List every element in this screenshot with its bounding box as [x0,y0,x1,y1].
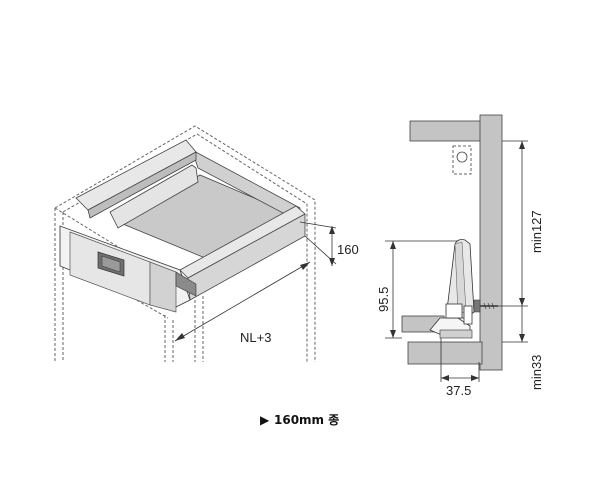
section-view: 95.5 37.5 min127 min33 [376,114,544,398]
drawer-box [59,139,306,313]
caption: ▶ 160mm 종 [260,413,339,427]
clearance-bottom-label: min33 [529,355,544,390]
section-height-dimension: 95.5 [376,240,458,339]
side-panel [479,114,503,371]
caption-marker: ▶ [260,413,270,427]
drawer-width-dimension: NL+3 [174,261,311,345]
drawer-width-label: NL+3 [240,330,271,345]
clearance-top-dimension: min127 [498,140,544,307]
clearance-bottom-dimension: min33 [502,306,544,390]
section-depth-dimension: 37.5 [440,338,480,398]
section-depth-label: 37.5 [446,383,471,398]
hole-circle [456,151,468,163]
section-height-label: 95.5 [376,287,391,312]
bottom-board [407,341,483,365]
drawer-height-label: 160 [337,242,359,257]
hole-outline [452,145,472,175]
screw-icon [473,299,498,313]
clearance-top-label: min127 [529,210,544,253]
drawer-height-dimension: 160 [299,221,359,266]
cabinet-drawer-illustration: 160 NL+3 [54,125,359,362]
top-board [409,120,483,142]
drawer-side-profile [401,239,498,339]
caption-text: 160mm 종 [274,413,339,427]
